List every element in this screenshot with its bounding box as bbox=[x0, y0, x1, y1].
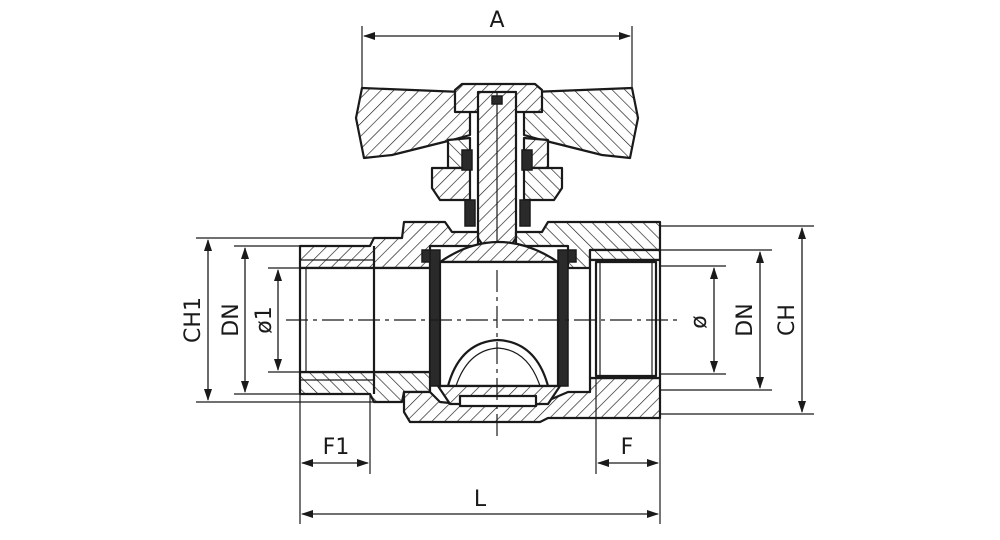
valve-stem bbox=[476, 90, 518, 260]
dimension-phi1: ø1 bbox=[252, 267, 300, 373]
dimension-DN-left: DN bbox=[219, 245, 300, 395]
label-phi: ø bbox=[687, 315, 712, 328]
dimension-DN-right: DN bbox=[660, 249, 772, 391]
gland-nut bbox=[430, 136, 564, 227]
dimension-CH: CH bbox=[660, 225, 814, 415]
label-CH1: CH1 bbox=[181, 297, 206, 343]
label-DN-right: DN bbox=[733, 303, 758, 336]
dimension-F1: F1 bbox=[301, 394, 371, 474]
label-A: A bbox=[489, 8, 504, 33]
label-F1: F1 bbox=[323, 435, 350, 460]
dimension-A: A bbox=[361, 8, 633, 88]
valve-body bbox=[298, 220, 662, 424]
dimension-F: F bbox=[595, 378, 659, 474]
label-F: F bbox=[621, 435, 634, 460]
dimension-L: L bbox=[299, 394, 661, 524]
dimension-phi: ø bbox=[660, 265, 726, 375]
label-CH: CH bbox=[775, 304, 800, 336]
dimension-CH1: CH1 bbox=[181, 237, 374, 403]
label-phi1: ø1 bbox=[252, 306, 277, 333]
label-L: L bbox=[474, 487, 487, 512]
label-DN-left: DN bbox=[219, 303, 244, 336]
